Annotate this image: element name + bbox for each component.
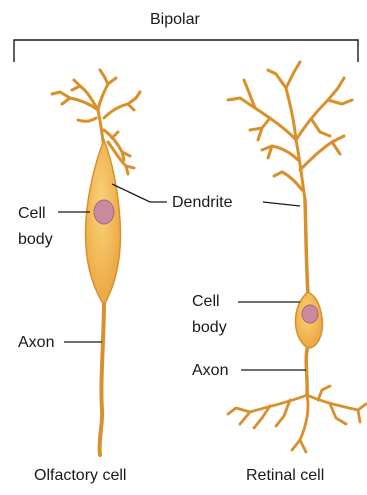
retinal-axon-label: Axon bbox=[192, 361, 228, 380]
retinal-cell-body-label-line2: body bbox=[192, 318, 227, 337]
olfactory-cell-body-label-line1: Cell bbox=[18, 204, 46, 223]
retinal-axon-terminals bbox=[228, 386, 366, 452]
retinal-neuron bbox=[228, 62, 366, 452]
olfactory-dendrite-tree bbox=[52, 70, 140, 174]
bipolar-bracket bbox=[14, 40, 358, 62]
leader-retinal-dendrite bbox=[263, 202, 300, 206]
olfactory-cell-body-label-line2: body bbox=[18, 230, 53, 249]
olfactory-axon-label: Axon bbox=[18, 333, 54, 352]
retinal-cell-body-label-line1: Cell bbox=[192, 292, 220, 311]
dendrite-label: Dendrite bbox=[172, 193, 232, 212]
retinal-cell-caption: Retinal cell bbox=[246, 466, 324, 485]
retinal-dendrite-tree bbox=[228, 62, 352, 200]
retinal-nucleus bbox=[302, 305, 318, 323]
retinal-axon-process bbox=[306, 345, 308, 395]
leader-olfactory-dendrite bbox=[112, 184, 167, 202]
olfactory-nucleus bbox=[94, 200, 114, 224]
olfactory-axon-process bbox=[100, 300, 104, 455]
olfactory-cell-caption: Olfactory cell bbox=[34, 466, 126, 485]
